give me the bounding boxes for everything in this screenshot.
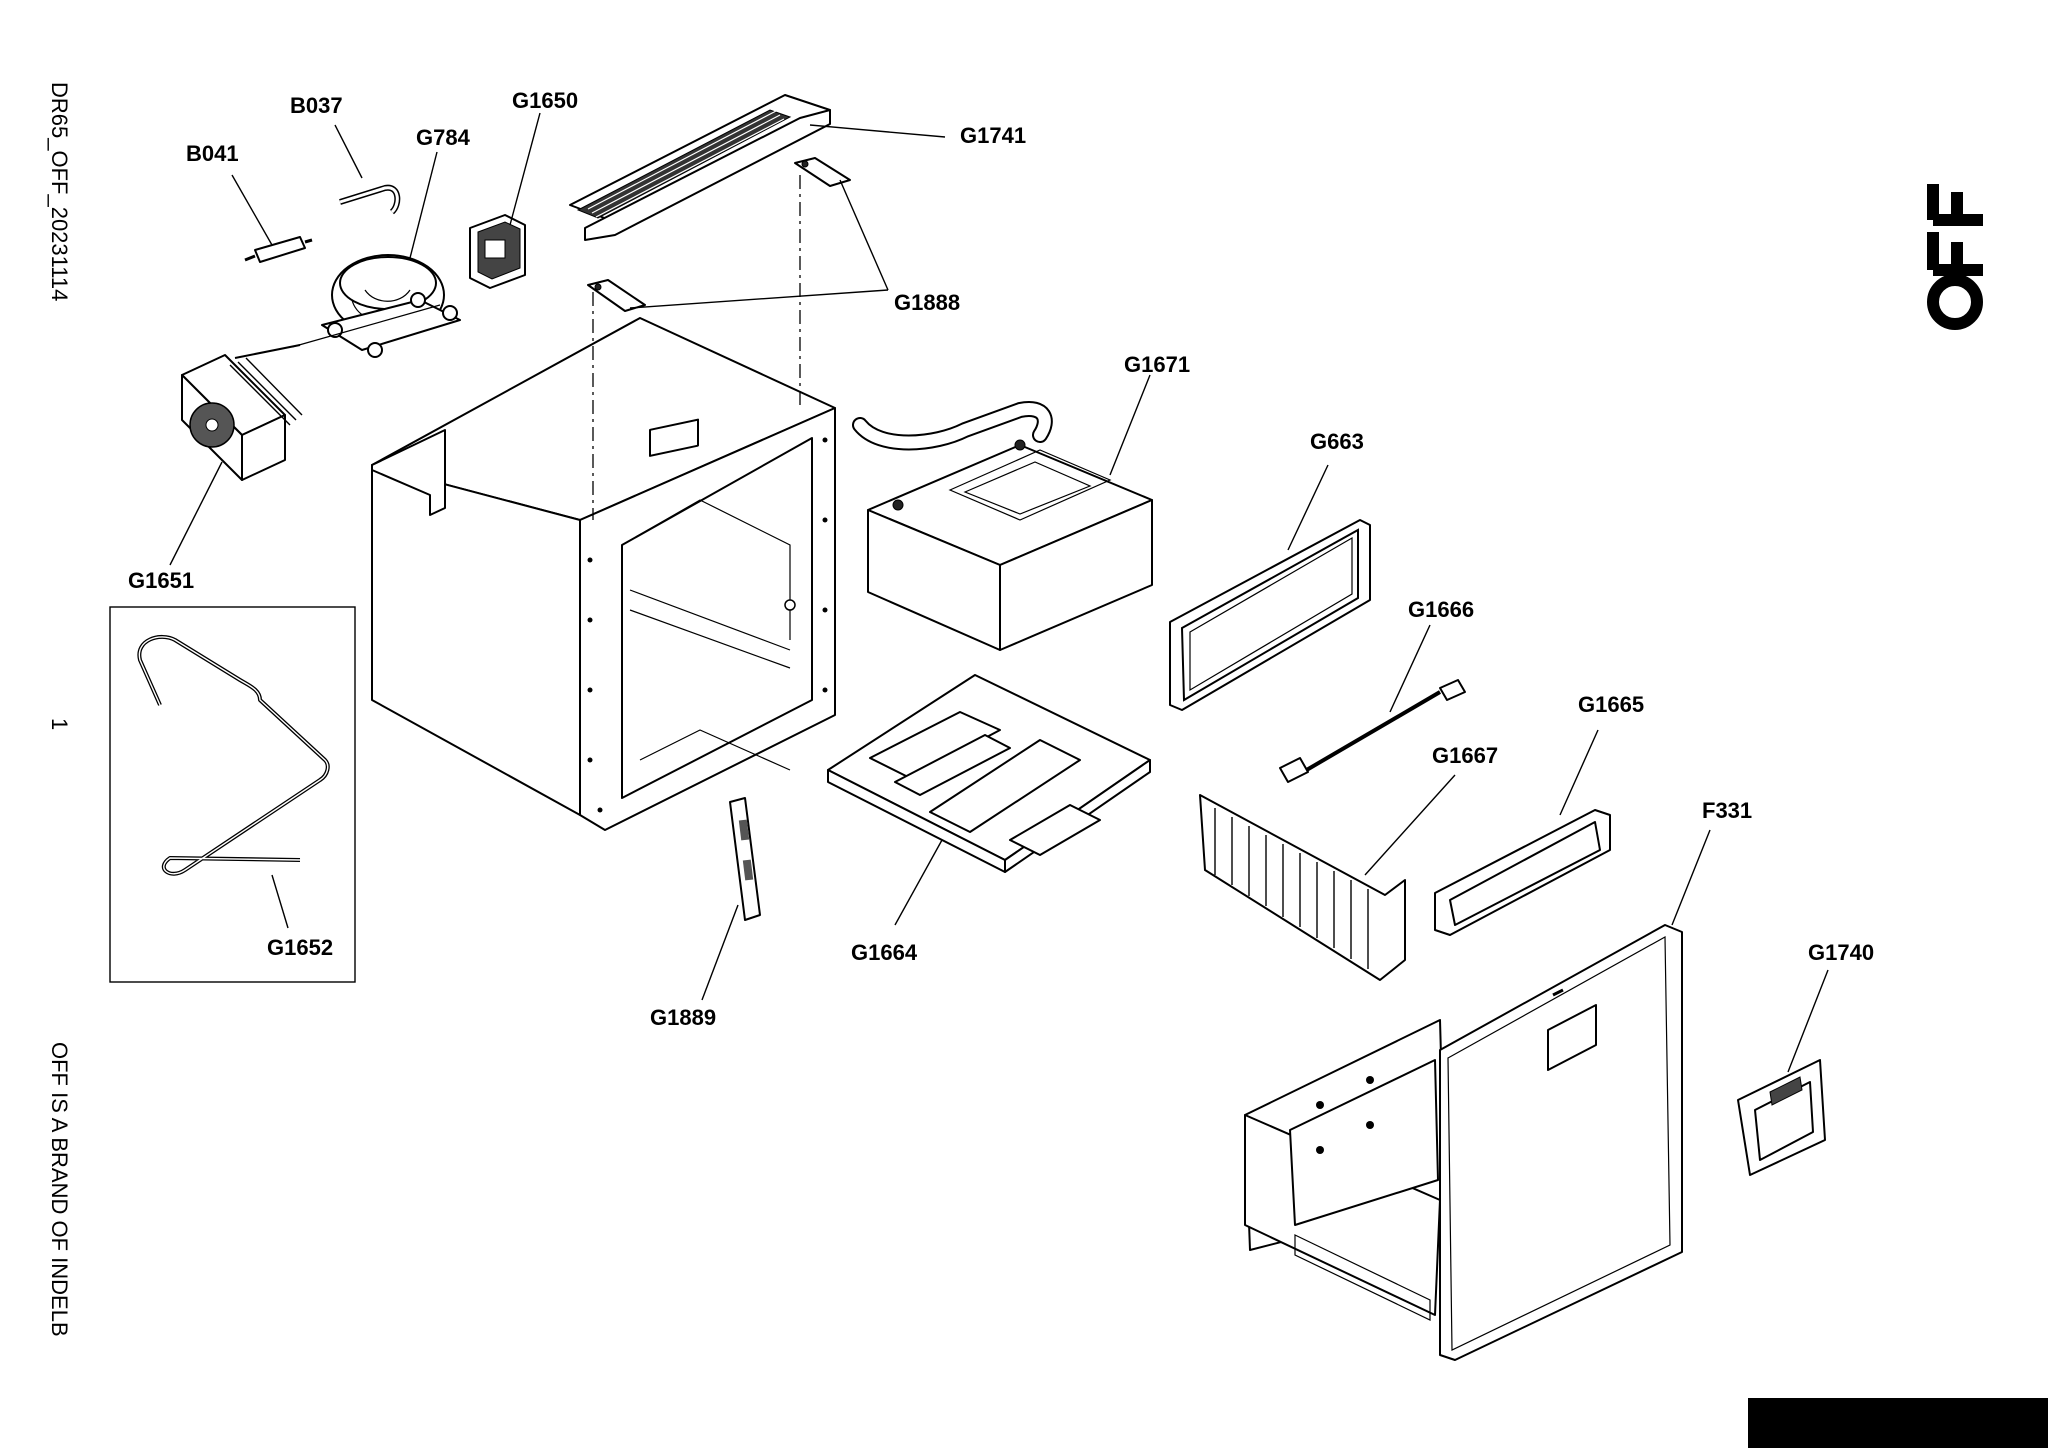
callout-g784: G784 — [416, 125, 471, 150]
part-g1740-handle — [1737, 1059, 1826, 1176]
callout-g1671: G1671 — [1124, 352, 1190, 377]
callout-g663: G663 — [1310, 429, 1364, 454]
part-b041-drier — [244, 236, 313, 263]
callout-g1888: G1888 — [894, 290, 960, 315]
part-g784-compressor — [291, 254, 461, 358]
callout-b037: B037 — [290, 93, 343, 118]
part-g1651-condenser — [181, 344, 303, 481]
off-logo — [1927, 184, 1983, 330]
part-g1671-evaporator — [852, 401, 1153, 651]
callout-g1740: G1740 — [1808, 940, 1874, 965]
callout-g1650: G1650 — [512, 88, 578, 113]
callout-g1667: G1667 — [1432, 743, 1498, 768]
document-code: DR65_OFF_20231114 — [47, 82, 72, 301]
callout-f331: F331 — [1702, 798, 1752, 823]
callout-g1741: G1741 — [960, 123, 1026, 148]
callout-b041: B041 — [186, 141, 239, 166]
callout-g1651: G1651 — [128, 568, 194, 593]
part-g1888-brackets — [587, 157, 851, 312]
part-f331-door-drawer — [1244, 924, 1683, 1361]
callout-g1665: G1665 — [1578, 692, 1644, 717]
part-g1650-control-unit — [469, 214, 526, 289]
brand-note: OFF IS A BRAND OF INDELB — [47, 1042, 72, 1337]
callout-g1666: G1666 — [1408, 597, 1474, 622]
part-g1666-cable — [1279, 679, 1466, 783]
page-number: 1 — [47, 718, 72, 730]
detail-frame-g1652 — [109, 606, 356, 983]
footer-bar — [1748, 1398, 2048, 1448]
part-g1665-door-shelf — [1434, 809, 1611, 936]
part-g1667-wire-shelf — [1199, 794, 1406, 981]
part-cabinet — [371, 317, 836, 831]
callout-g1889: G1889 — [650, 1005, 716, 1030]
part-g1664-tray — [827, 674, 1151, 873]
leader-lines — [169, 112, 1829, 1073]
part-g1741-grille — [569, 94, 831, 241]
callout-g1664: G1664 — [851, 940, 918, 965]
callout-g1652: G1652 — [267, 935, 333, 960]
part-g1889-hinge — [729, 797, 761, 921]
part-g663-panel — [1169, 519, 1371, 711]
